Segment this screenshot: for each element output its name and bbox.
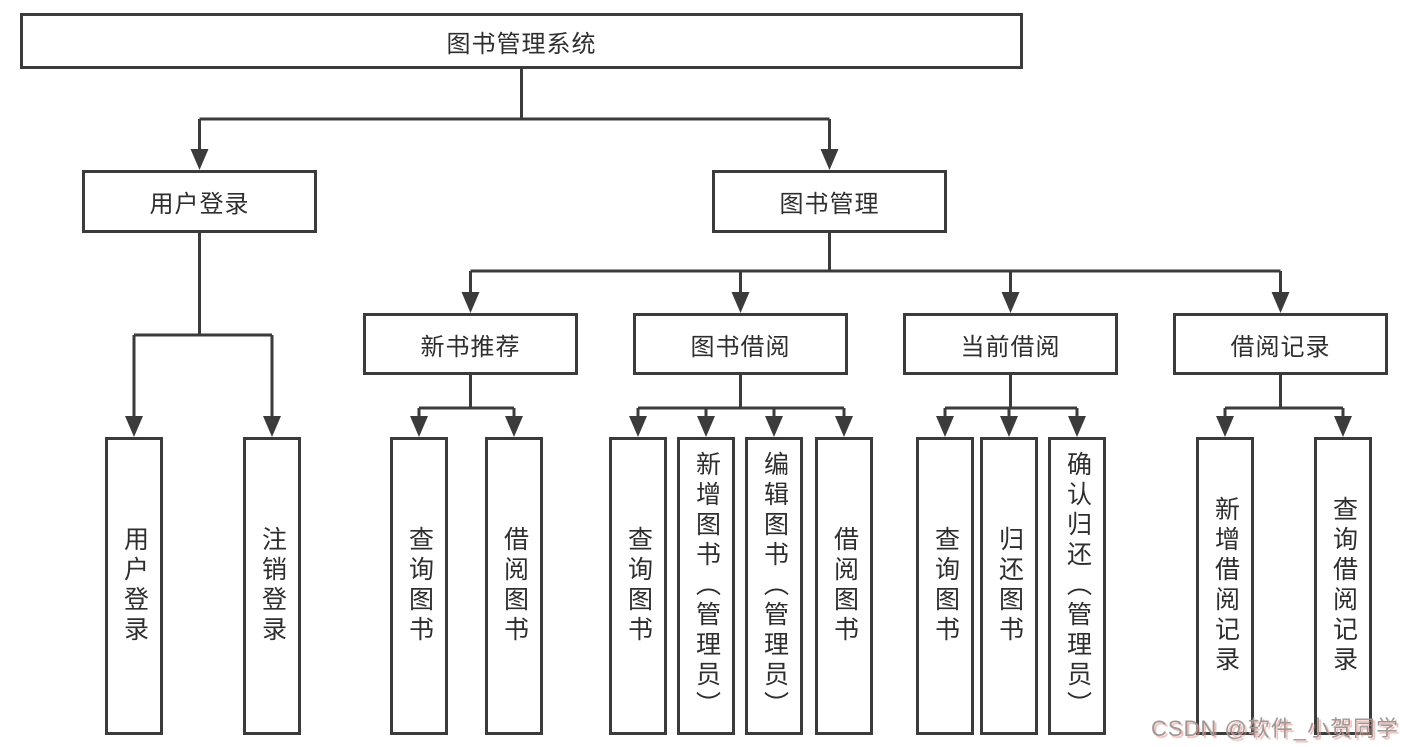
leaf-query-books-borrow: 查询图书	[609, 437, 667, 735]
node-label: 查询图书	[931, 526, 960, 646]
node-label: 新书推荐	[420, 333, 521, 361]
leaf-query-borrow-record: 查询借阅记录	[1314, 437, 1372, 735]
leaf-query-books-recommend: 查询图书	[390, 437, 448, 735]
leaf-logout: 注销登录	[243, 437, 301, 735]
node-new-book-recommend: 新书推荐	[363, 313, 578, 375]
node-borrow-records: 借阅记录	[1173, 313, 1388, 375]
node-label: 查询图书	[405, 526, 434, 646]
node-current-borrow: 当前借阅	[903, 313, 1118, 375]
node-label: 编辑图书（管理员）	[760, 451, 789, 721]
node-book-management: 图书管理	[712, 170, 947, 233]
node-label: 用户登录	[149, 191, 250, 218]
node-label: 图书管理	[779, 191, 880, 218]
node-label: 图书借阅	[690, 333, 791, 361]
csdn-watermark: CSDN @软件_小贺同学	[1150, 716, 1399, 741]
leaf-borrow-books: 借阅图书	[815, 437, 873, 735]
leaf-borrow-books-recommend: 借阅图书	[485, 437, 543, 735]
node-label: 查询图书	[624, 526, 653, 646]
node-label: 新增图书（管理员）	[692, 451, 721, 721]
node-user-login: 用户登录	[82, 170, 317, 233]
node-label: 用户登录	[120, 526, 149, 646]
leaf-add-borrow-record: 新增借阅记录	[1196, 437, 1254, 735]
arrowheads	[125, 149, 1352, 437]
node-label: 借阅记录	[1230, 333, 1331, 361]
node-label: 查询借阅记录	[1329, 496, 1358, 676]
node-label: 归还图书	[995, 526, 1024, 646]
leaf-query-books-current: 查询图书	[916, 437, 974, 735]
node-label: 借阅图书	[500, 526, 529, 646]
leaf-edit-books-admin: 编辑图书（管理员）	[745, 437, 803, 735]
leaf-add-books-admin: 新增图书（管理员）	[677, 437, 735, 735]
tree-edges	[132, 69, 1345, 420]
leaf-confirm-return-admin: 确认归还（管理员）	[1048, 437, 1106, 735]
node-label: 确认归还（管理员）	[1063, 451, 1092, 721]
node-label: 图书管理系统	[446, 30, 597, 58]
node-label: 新增借阅记录	[1211, 496, 1240, 676]
leaf-return-books: 归还图书	[980, 437, 1038, 735]
node-book-borrow: 图书借阅	[633, 313, 848, 375]
leaf-user-login: 用户登录	[105, 437, 163, 735]
node-label: 注销登录	[258, 526, 287, 646]
node-library-system: 图书管理系统	[20, 13, 1023, 69]
node-label: 借阅图书	[830, 526, 859, 646]
node-label: 当前借阅	[960, 333, 1061, 361]
